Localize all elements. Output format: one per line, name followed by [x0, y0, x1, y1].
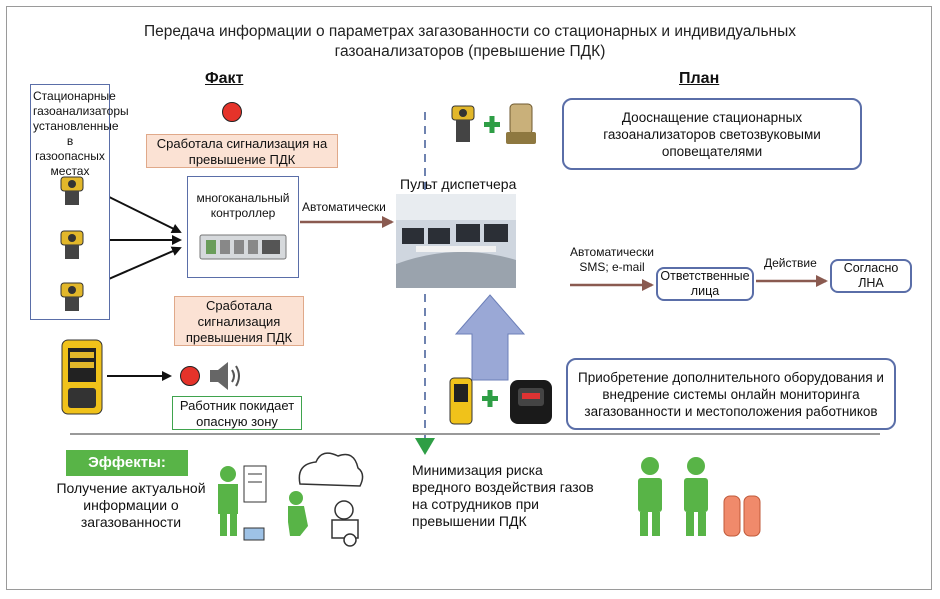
plan-upgrade-text: Дооснащение стационарных газоанализаторо… [603, 109, 821, 159]
effects-info-text: Получение актуальной информации о загазо… [56, 480, 206, 530]
lna-box: Согласно ЛНА [830, 259, 912, 293]
lna-text: Согласно ЛНА [843, 261, 899, 290]
diagram-frame [6, 6, 932, 590]
controller-label: многоканальный контроллер [196, 191, 290, 220]
sensor-plus-beacon-icon [451, 103, 536, 144]
controller-icon [199, 234, 287, 260]
action-label: Действие [764, 256, 817, 270]
personal-detector-icon [61, 339, 103, 415]
effects-label: Эффекты: [66, 450, 188, 476]
controller-box: многоканальный контроллер [187, 176, 299, 278]
workers-monitoring-icon [218, 452, 364, 547]
worker-leaves-box: Работник покидает опасную зону [172, 396, 302, 430]
diagram-title: Передача информации о параметрах загазов… [143, 23, 797, 60]
sensor-icon-3 [60, 282, 84, 311]
speaker-icon [210, 362, 240, 390]
sensor-icon-1 [60, 176, 84, 205]
stationary-label: Стационарные газоанализаторы установленн… [33, 89, 129, 178]
divider-arrowhead [415, 438, 435, 455]
auto-label: Автоматически [302, 200, 386, 214]
alarm-light-icon [222, 102, 242, 122]
fact-header: Факт [205, 70, 244, 87]
plan-upgrade-box: Дооснащение стационарных газоанализаторо… [562, 98, 862, 170]
stationary-sensors-box: Стационарные газоанализаторы установленн… [30, 84, 129, 320]
protected-workers-icon [638, 457, 761, 537]
up-arrow [454, 294, 526, 381]
detector-plus-tracker-icon [449, 377, 552, 425]
sensor-icons [60, 176, 84, 311]
plan-acquisition-text: Приобретение дополнительного оборудовани… [578, 369, 884, 419]
plan-acquisition-box: Приобретение дополнительного оборудовани… [566, 358, 896, 430]
plan-header: План [679, 70, 720, 87]
dispatcher-photo [396, 194, 516, 288]
responsible-box: Ответственные лица [656, 267, 754, 301]
alarm-mid-box: Сработала сигнализация превышения ПДК [174, 296, 304, 346]
alarm-top-box: Сработала сигнализация на превышение ПДК [146, 134, 338, 168]
responsible-text: Ответственные лица [660, 269, 750, 298]
dispatcher-label: Пульт диспетчера [400, 176, 517, 192]
effects-risk-text: Минимизация риска вредного воздействия г… [412, 462, 594, 529]
alarm-light-personal-icon [180, 366, 200, 386]
auto-sms-label: Автоматически SMS; e-mail [570, 245, 654, 274]
sensor-icon-2 [60, 230, 84, 259]
